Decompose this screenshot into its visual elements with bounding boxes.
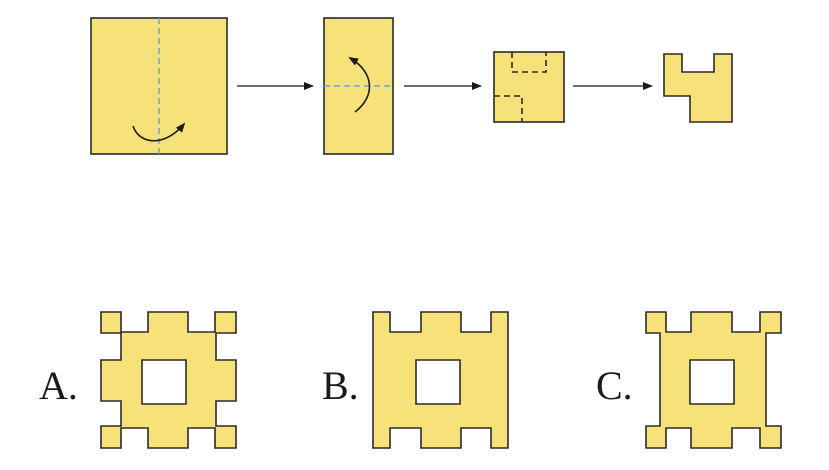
step-1-fold-right-arrow (132, 122, 186, 142)
step-2-rectangle-paper (323, 17, 394, 155)
option-b-shape (372, 311, 509, 449)
option-b-label[interactable]: B. (322, 363, 359, 408)
step-3-paper (493, 51, 565, 123)
option-a-shape (100, 311, 237, 449)
step-4-cut-piece (663, 53, 733, 123)
step-2-fold-up-arrow (348, 56, 371, 113)
option-a-label[interactable]: A. (39, 363, 78, 408)
step-1-square-paper (90, 17, 228, 155)
step-3-folded-square (493, 51, 565, 123)
option-c-label[interactable]: C. (596, 363, 633, 408)
option-c-shape (645, 311, 782, 449)
step-3-top-cut-line (511, 52, 547, 73)
step-3-left-cut-line (494, 95, 523, 122)
